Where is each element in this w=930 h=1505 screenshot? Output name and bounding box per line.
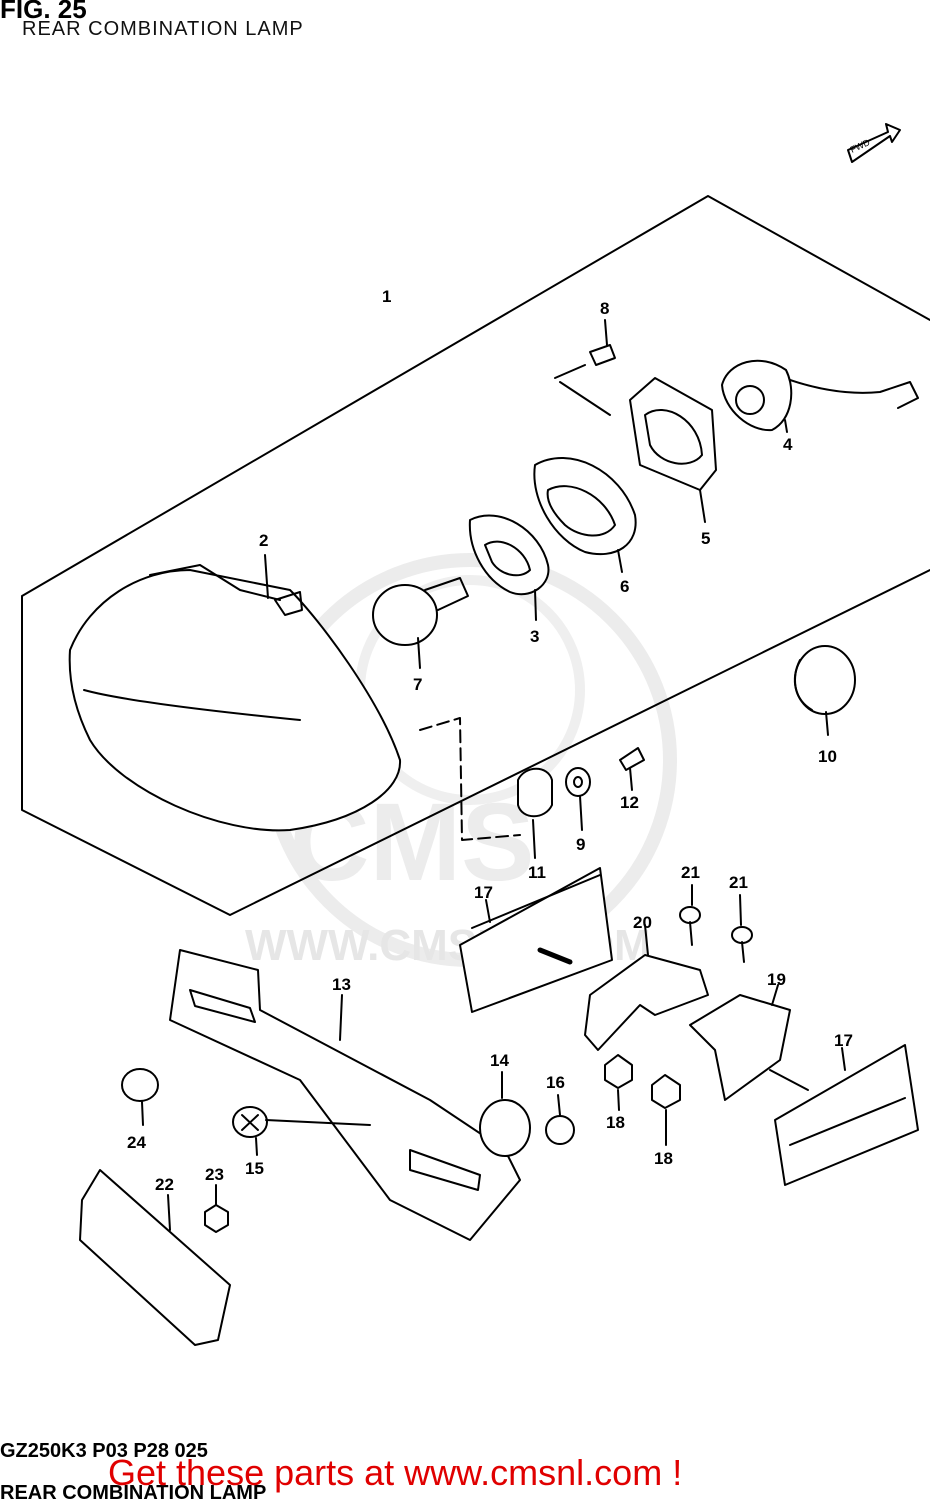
screw-15 <box>232 1106 371 1156</box>
nut-16 <box>545 1094 575 1145</box>
callout-13: 13 <box>332 975 351 994</box>
nut-23 <box>204 1184 229 1233</box>
callout-20: 20 <box>633 913 652 932</box>
gasket <box>629 377 717 523</box>
figure-subtitle: REAR COMBINATION LAMP <box>22 18 304 40</box>
footer-diagram-name: REAR COMBINATION LAMP <box>0 1482 267 1504</box>
bolt-8 <box>554 319 616 416</box>
assembly-outline <box>21 195 930 916</box>
callout-21-left: 21 <box>681 863 700 882</box>
dashed-leader <box>419 717 521 841</box>
grommet-11 <box>517 767 553 859</box>
callout-4: 4 <box>783 435 793 454</box>
reflector-17-left <box>459 867 613 1013</box>
callout-18-left: 18 <box>606 1113 625 1132</box>
callout-19: 19 <box>767 970 786 989</box>
callout-17-right: 17 <box>834 1031 853 1050</box>
socket-plate <box>468 514 550 621</box>
washer-9 <box>565 767 591 831</box>
screw-21-right <box>731 894 753 963</box>
callout-3: 3 <box>530 627 539 646</box>
forward-arrow-icon <box>847 123 901 163</box>
callout-16: 16 <box>546 1073 565 1092</box>
retaining-ring <box>533 457 637 573</box>
callout-1: 1 <box>382 287 391 306</box>
screw-12 <box>619 747 645 791</box>
tail-lamp-lens <box>68 554 402 832</box>
callout-10: 10 <box>818 747 837 766</box>
model-code: GZ250K3 P03 P28 025 <box>0 1440 208 1462</box>
bracket-20 <box>537 924 709 1051</box>
callout-12: 12 <box>620 793 639 812</box>
callout-2: 2 <box>259 531 268 550</box>
callout-labels: 1 2 3 4 5 6 7 8 9 10 11 12 13 14 15 16 1… <box>127 287 853 1194</box>
callout-14: 14 <box>490 1051 509 1070</box>
bulb <box>372 577 469 669</box>
reflector-22 <box>79 1169 231 1346</box>
lamp-socket <box>721 359 919 433</box>
promo-link[interactable]: Get these parts at www.cmsnl.com ! <box>108 1452 683 1493</box>
callout-22: 22 <box>155 1175 174 1194</box>
reflector-17-right <box>774 1044 919 1186</box>
screw-21-left <box>679 884 701 946</box>
callout-15: 15 <box>245 1159 264 1178</box>
callout-8: 8 <box>600 299 609 318</box>
grommet-14 <box>479 1071 531 1157</box>
callout-23: 23 <box>205 1165 224 1184</box>
callout-11: 11 <box>528 863 546 882</box>
callout-24: 24 <box>127 1133 146 1152</box>
callout-18-right: 18 <box>654 1149 673 1168</box>
figure-title: FIG. 25 <box>0 0 87 24</box>
callout-5: 5 <box>701 529 710 548</box>
nut-18-right <box>651 1074 681 1146</box>
callout-17-left: 17 <box>474 883 493 902</box>
license-bracket-13 <box>169 949 521 1241</box>
callout-21-right: 21 <box>729 873 748 892</box>
bracket-19 <box>689 984 809 1101</box>
grommet-10 <box>793 645 856 736</box>
callout-9: 9 <box>576 835 585 854</box>
nut-18-left <box>604 1054 633 1111</box>
callout-7: 7 <box>413 675 422 694</box>
callout-6: 6 <box>620 577 629 596</box>
cap-24 <box>121 1068 159 1126</box>
